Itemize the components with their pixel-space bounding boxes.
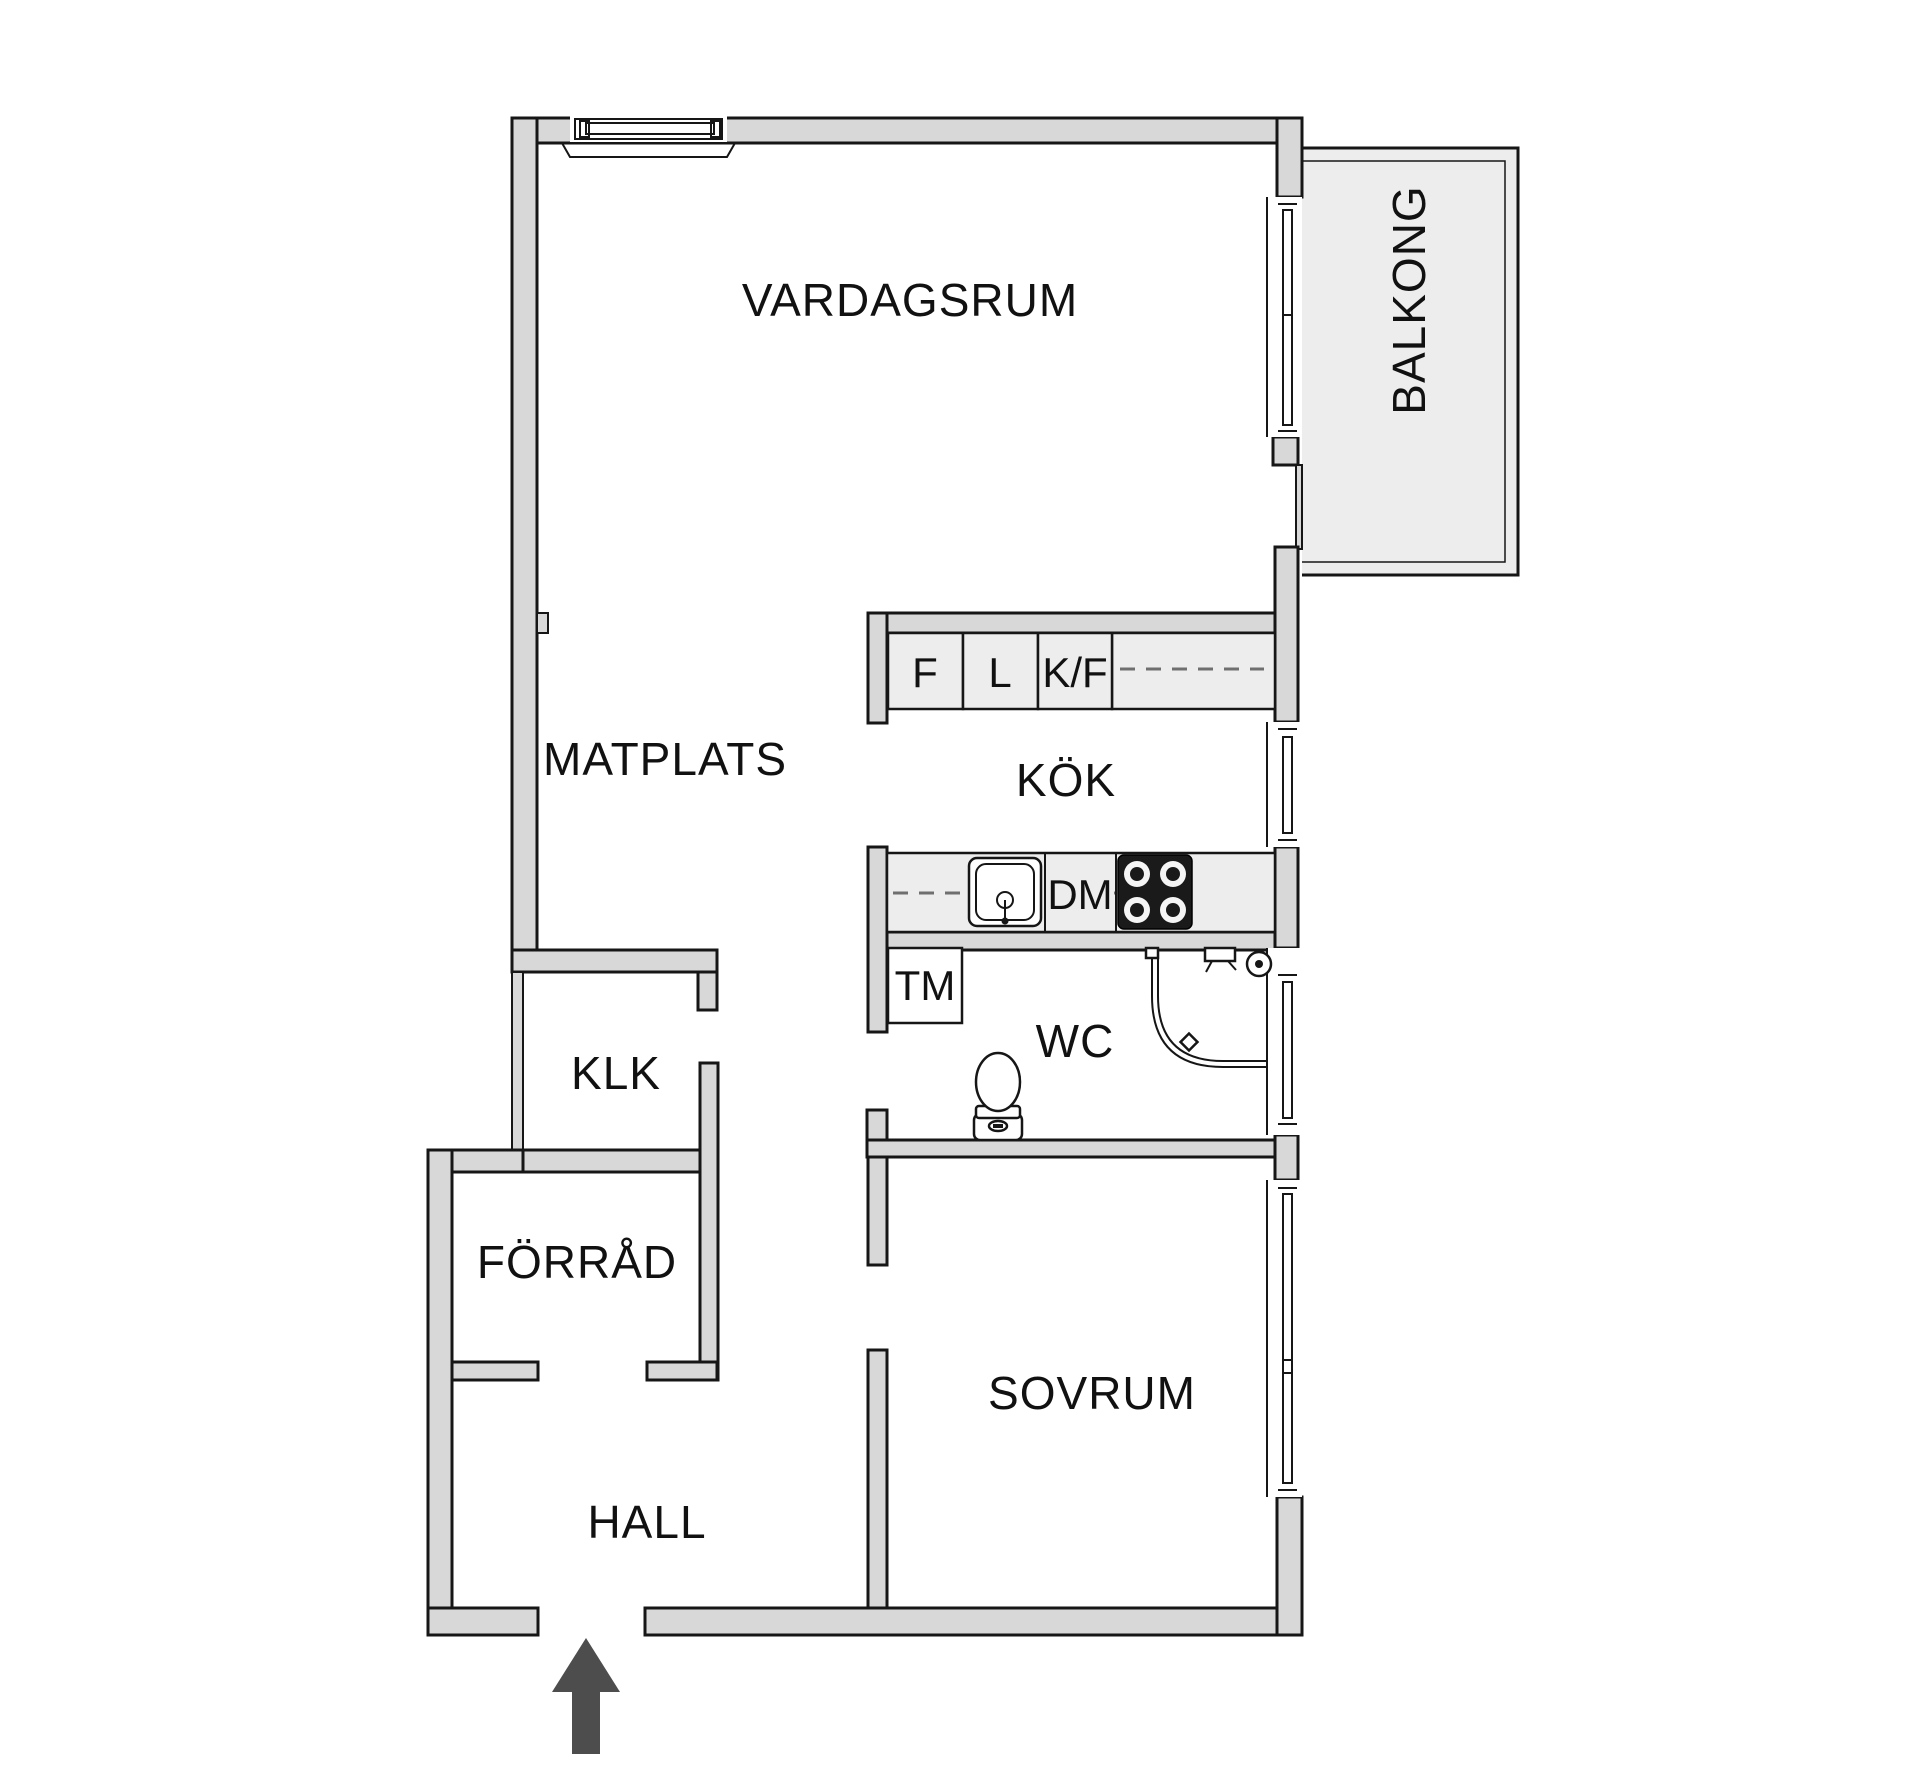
toilet-icon <box>972 1051 1024 1142</box>
room-label-klk: KLK <box>571 1047 661 1099</box>
pantry-box <box>961 631 1040 711</box>
shower-icon <box>1144 946 1273 1068</box>
room-label-kok: KÖK <box>1016 754 1116 806</box>
appliance-label-pantry: L <box>988 649 1011 696</box>
appliance-label-washing-machine: TM <box>895 962 956 1009</box>
room-label-hall: HALL <box>587 1496 706 1548</box>
room-label-forrad: FÖRRÅD <box>477 1236 677 1288</box>
kitchen-fixtures <box>885 631 1277 934</box>
windows <box>560 116 1302 1497</box>
labels: VARDAGSRUM BALKONG MATPLATS KÖK WC KLK F… <box>477 185 1435 1548</box>
balcony <box>1302 146 1520 577</box>
stove-icon <box>1117 854 1193 930</box>
room-label-vardagsrum: VARDAGSRUM <box>742 274 1078 326</box>
window-kitchen <box>1266 722 1302 847</box>
window-bedroom <box>1266 1180 1302 1497</box>
washing-machine-box <box>886 946 964 1025</box>
sink-icon <box>967 856 1043 928</box>
bathroom-fixtures <box>886 946 1273 1142</box>
window-wc <box>1266 948 1302 1135</box>
counter-top <box>1110 631 1277 711</box>
fridge-freezer-box <box>1036 631 1114 711</box>
room-label-balkong: BALKONG <box>1383 185 1435 414</box>
room-label-matplats: MATPLATS <box>543 733 787 785</box>
window-balcony-door <box>1266 197 1302 437</box>
appliance-label-dishwasher: DM <box>1047 871 1112 918</box>
appliance-label-freezer: F <box>912 649 938 696</box>
appliance-label-fridge-freezer: K/F <box>1042 649 1107 696</box>
window-livingroom-top <box>560 116 737 158</box>
room-label-sovrum: SOVRUM <box>988 1367 1196 1419</box>
entrance-arrow-icon <box>552 1638 620 1754</box>
room-label-wc: WC <box>1036 1015 1115 1067</box>
